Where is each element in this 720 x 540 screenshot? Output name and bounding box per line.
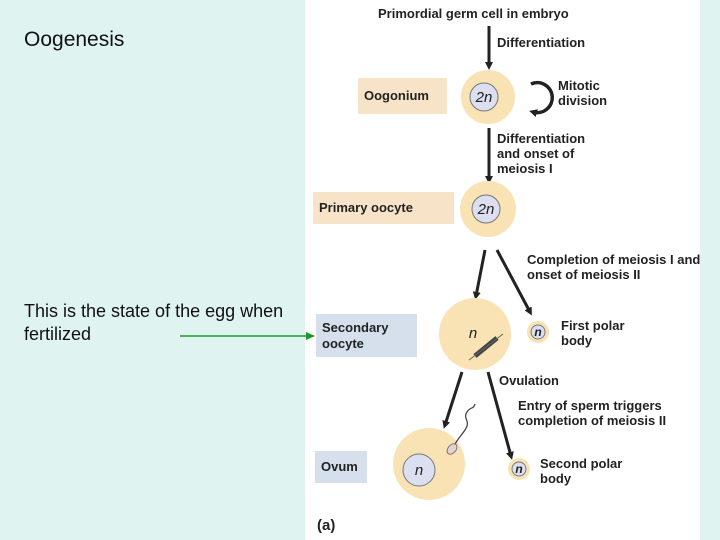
second-polar-body-label: Second polar body <box>540 456 623 486</box>
primary-oocyte-nucleus <box>471 194 501 224</box>
ovum-nucleus <box>402 453 436 487</box>
oogonium-label: Oogonium <box>358 78 447 114</box>
arrow-to-secondary-oocyte <box>472 249 487 300</box>
sperm-tail <box>454 403 476 445</box>
slide-title: Oogenesis <box>24 28 125 51</box>
arrow-to-ovum <box>442 371 464 429</box>
diagram-graphics: 2n 2n n n n n <box>393 26 554 500</box>
second-polar-body-ploidy: n <box>515 462 522 476</box>
secondary-oocyte-ploidy: n <box>469 325 477 342</box>
secondary-oocyte-label-text: Secondary oocyte <box>322 319 389 351</box>
first-polar-body-ploidy: n <box>534 325 541 339</box>
oogenesis-diagram-panel: 2n 2n n n n n Oogonium Primary oocyte Se… <box>305 0 700 540</box>
first-polar-body-label: First polar body <box>561 318 625 348</box>
first-polar-body-nucleus <box>530 324 546 340</box>
mitotic-division-label: Mitotic division <box>558 78 608 108</box>
ovulation-label: Ovulation <box>499 373 559 388</box>
oogonium-ploidy: 2n <box>475 89 493 106</box>
ovum-ploidy: n <box>415 462 423 479</box>
secondary-oocyte-label: Secondary oocyte <box>316 314 417 357</box>
mitotic-cycle-arrow <box>529 80 554 117</box>
header-label: Primordial germ cell in embryo <box>378 6 569 21</box>
primary-oocyte-ploidy: 2n <box>477 201 495 218</box>
arrow-to-second-polar-body <box>486 371 514 460</box>
arrow-to-first-polar-body <box>495 249 532 316</box>
completion-meiosis1-label: Completion of meiosis I and onset of mei… <box>527 252 701 282</box>
oogonium-nucleus <box>469 82 499 112</box>
differentiation-meiosis1-label: Differentiation and onset of meiosis I <box>497 131 586 176</box>
secondary-oocyte-cell <box>439 298 511 370</box>
ovum-label: Ovum <box>315 451 367 483</box>
sperm-entry-label: Entry of sperm triggers completion of me… <box>518 398 667 428</box>
sperm-head <box>446 443 458 455</box>
spindle-mark-line <box>468 333 504 361</box>
differentiation-label: Differentiation <box>497 35 586 50</box>
second-polar-body-nucleus <box>511 461 527 477</box>
primary-oocyte-label: Primary oocyte <box>313 192 454 224</box>
note-text: This is the state of the egg when fertil… <box>24 301 284 344</box>
panel-label: (a) <box>317 517 336 534</box>
